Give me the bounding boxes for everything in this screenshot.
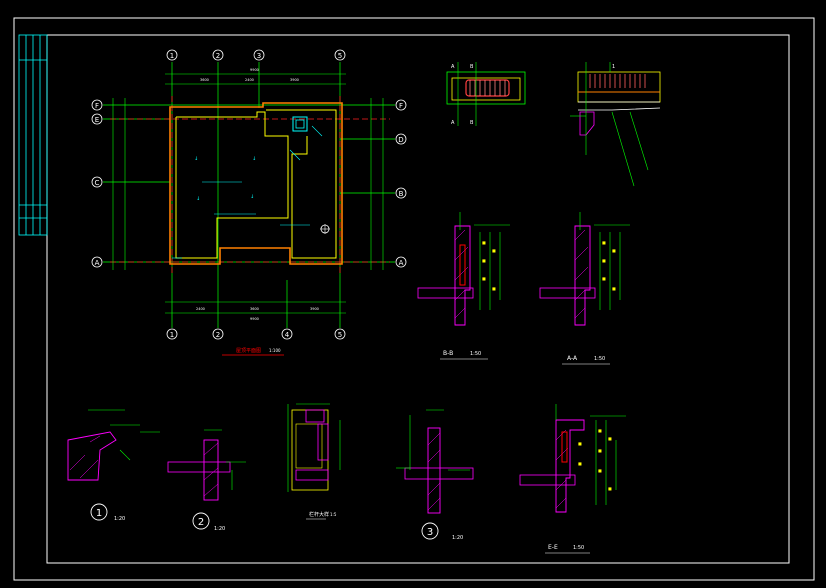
railing-elevation: A B A B xyxy=(446,62,526,126)
svg-text:↓: ↓ xyxy=(196,196,200,202)
axis-label: 3 xyxy=(257,52,261,60)
axis-bubbles-top xyxy=(166,49,346,61)
axis-label: 1 xyxy=(170,52,174,60)
aa-scale: 1:50 xyxy=(594,356,605,362)
axis-label: A xyxy=(95,259,100,267)
ee-scale: 1:50 xyxy=(573,545,584,551)
mark-a: A xyxy=(451,64,455,70)
detail-2: 2 1:20 xyxy=(167,429,246,532)
svg-text:3600: 3600 xyxy=(200,78,209,82)
svg-text:■: ■ xyxy=(602,258,606,263)
svg-text:■: ■ xyxy=(608,486,612,491)
svg-text:■: ■ xyxy=(482,240,486,245)
svg-text:9900: 9900 xyxy=(250,317,259,321)
section-aa: ■ ■ ■ ■ ■ A-A 1:50 xyxy=(539,212,630,365)
axis-bubbles-bottom xyxy=(166,328,346,340)
d2-scale: 1:20 xyxy=(214,526,225,532)
axis-label: E xyxy=(95,116,99,124)
inner-border xyxy=(46,34,790,564)
axis-label: 4 xyxy=(285,331,290,339)
d1-num: 1 xyxy=(96,508,102,519)
svg-text:■: ■ xyxy=(598,468,602,473)
section-bb: ■ ■ ■ ■ ■ B-B 1:50 xyxy=(417,212,510,360)
axis-label: F xyxy=(95,102,99,110)
svg-text:■: ■ xyxy=(612,248,616,253)
axis-label: 5 xyxy=(338,331,342,339)
svg-text:2400: 2400 xyxy=(196,307,205,311)
axis-label: 5 xyxy=(338,52,342,60)
svg-text:↓: ↓ xyxy=(194,156,198,162)
axis-label: A xyxy=(399,259,404,267)
plan-scale: 1:100 xyxy=(269,348,281,353)
svg-text:↓: ↓ xyxy=(250,194,254,200)
svg-text:3900: 3900 xyxy=(290,78,299,82)
railing-side-elevation: 1 xyxy=(570,62,661,187)
detail-1: 1 1:20 xyxy=(67,409,160,522)
axis-label: 2 xyxy=(216,52,220,60)
svg-text:■: ■ xyxy=(482,258,486,263)
svg-text:3900: 3900 xyxy=(310,307,319,311)
outer-border xyxy=(13,17,815,581)
svg-text:9900: 9900 xyxy=(250,68,259,72)
d1-scale: 1:20 xyxy=(114,516,125,522)
bb-scale: 1:50 xyxy=(470,351,481,357)
axis-label: F xyxy=(399,102,403,110)
plan-title: 屋顶平面图 xyxy=(236,348,261,354)
svg-text:■: ■ xyxy=(612,286,616,291)
axis-bubbles-right xyxy=(395,99,407,268)
d2-num: 2 xyxy=(198,517,204,528)
aa-label: A-A xyxy=(567,355,578,362)
ee-label: E-E xyxy=(548,544,558,551)
mid-scale: 1:5 xyxy=(330,512,337,517)
axis-label: 2 xyxy=(216,331,220,339)
bb-label: B-B xyxy=(443,350,453,357)
svg-text:3600: 3600 xyxy=(250,307,259,311)
title-block-strip xyxy=(18,34,48,236)
axis-bubbles-left xyxy=(91,99,103,268)
axis-label: D xyxy=(398,136,403,144)
svg-text:■: ■ xyxy=(492,286,496,291)
mark-1: 1 xyxy=(612,64,615,70)
axis-label: C xyxy=(95,179,100,187)
svg-text:■: ■ xyxy=(492,248,496,253)
section-ee: ■ ■ ■ ■ ■ ■ ■ E-E 1:50 xyxy=(519,404,626,554)
mark-b: B xyxy=(470,64,474,70)
mark-a2: A xyxy=(451,120,455,126)
svg-text:■: ■ xyxy=(482,276,486,281)
svg-text:■: ■ xyxy=(578,461,582,466)
svg-text:■: ■ xyxy=(602,276,606,281)
detail-3: 3 1:20 xyxy=(396,409,474,541)
svg-text:2400: 2400 xyxy=(245,78,254,82)
mark-b2: B xyxy=(470,120,474,126)
axis-label: 1 xyxy=(170,331,174,339)
svg-text:↓: ↓ xyxy=(252,156,256,162)
d3-num: 3 xyxy=(427,527,433,538)
mid-title: 栏杆大样 xyxy=(309,511,329,518)
svg-text:■: ■ xyxy=(602,240,606,245)
svg-text:■: ■ xyxy=(598,448,602,453)
svg-text:■: ■ xyxy=(608,436,612,441)
svg-text:■: ■ xyxy=(598,428,602,433)
axis-label: B xyxy=(399,190,404,198)
d3-scale: 1:20 xyxy=(452,535,463,541)
svg-text:■: ■ xyxy=(578,441,582,446)
railing-detail: 栏杆大样 1:5 xyxy=(287,403,341,520)
